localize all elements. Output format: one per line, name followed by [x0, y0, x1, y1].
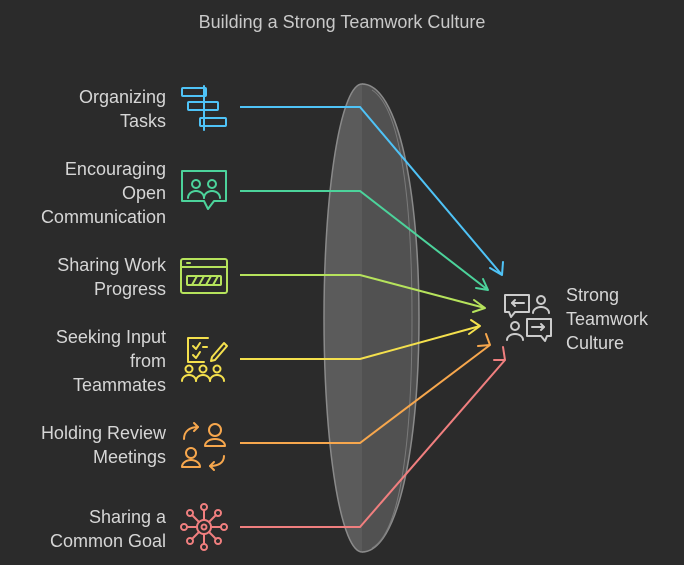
label-line: Open [121, 183, 166, 203]
progress-bar-icon [180, 258, 228, 294]
label-line: Sharing Work [57, 255, 166, 275]
connector-communication [240, 190, 489, 291]
goal-network-icon [180, 503, 228, 551]
connectors [240, 106, 506, 528]
input-label-seeking-input: Seeking Input from Teammates [56, 325, 166, 397]
output-label: Strong Teamwork Culture [566, 283, 648, 355]
label-line: Meetings [92, 447, 166, 467]
diagram-title: Building a Strong Teamwork Culture [198, 12, 486, 32]
lens-face [323, 83, 401, 553]
output-label-line: Strong [566, 285, 620, 305]
review-exchange-icon [181, 422, 226, 471]
task-board-icon [181, 85, 227, 131]
connector-seeking-input [240, 325, 481, 360]
lens [323, 83, 420, 553]
lens-rim [371, 89, 413, 549]
arrowhead-common-goal [493, 346, 506, 361]
label-line: Sharing a [88, 507, 166, 527]
connector-common-goal [240, 359, 506, 528]
team-conversation-icon [504, 294, 552, 342]
lens-edge [361, 83, 420, 553]
input-label-communication: Encouraging Open Communication [41, 157, 166, 229]
label-line: Holding Review [40, 423, 166, 443]
label-line: Communication [40, 207, 166, 227]
label-line: Encouraging [64, 159, 166, 179]
input-label-common-goal: Sharing a Common Goal [50, 505, 166, 553]
arrowhead-review [477, 333, 491, 347]
input-label-progress: Sharing Work Progress [57, 253, 166, 301]
arrowhead-seeking-input [468, 319, 481, 335]
connector-progress [240, 274, 486, 309]
label-line: Organizing [78, 87, 166, 107]
output-label-line: Culture [566, 333, 625, 353]
arrowhead-communication [475, 278, 489, 291]
input-label-review: Holding Review Meetings [41, 421, 166, 469]
connector-organizing [240, 106, 503, 276]
label-line: Teammates [72, 375, 166, 395]
label-line: Common Goal [49, 531, 166, 551]
arrowhead-organizing [489, 261, 504, 276]
input-label-organizing: Organizing Tasks [79, 85, 166, 133]
checklist-team-icon [181, 337, 228, 382]
label-line: Progress [93, 279, 166, 299]
connector-review [240, 344, 491, 444]
label-line: Tasks [119, 111, 166, 131]
arrowhead-progress [472, 299, 486, 313]
label-line: Seeking Input [55, 327, 166, 347]
chat-people-icon [181, 170, 227, 210]
output-label-line: Teamwork [566, 309, 649, 329]
label-line: from [130, 351, 166, 371]
arrowheads [468, 261, 506, 361]
